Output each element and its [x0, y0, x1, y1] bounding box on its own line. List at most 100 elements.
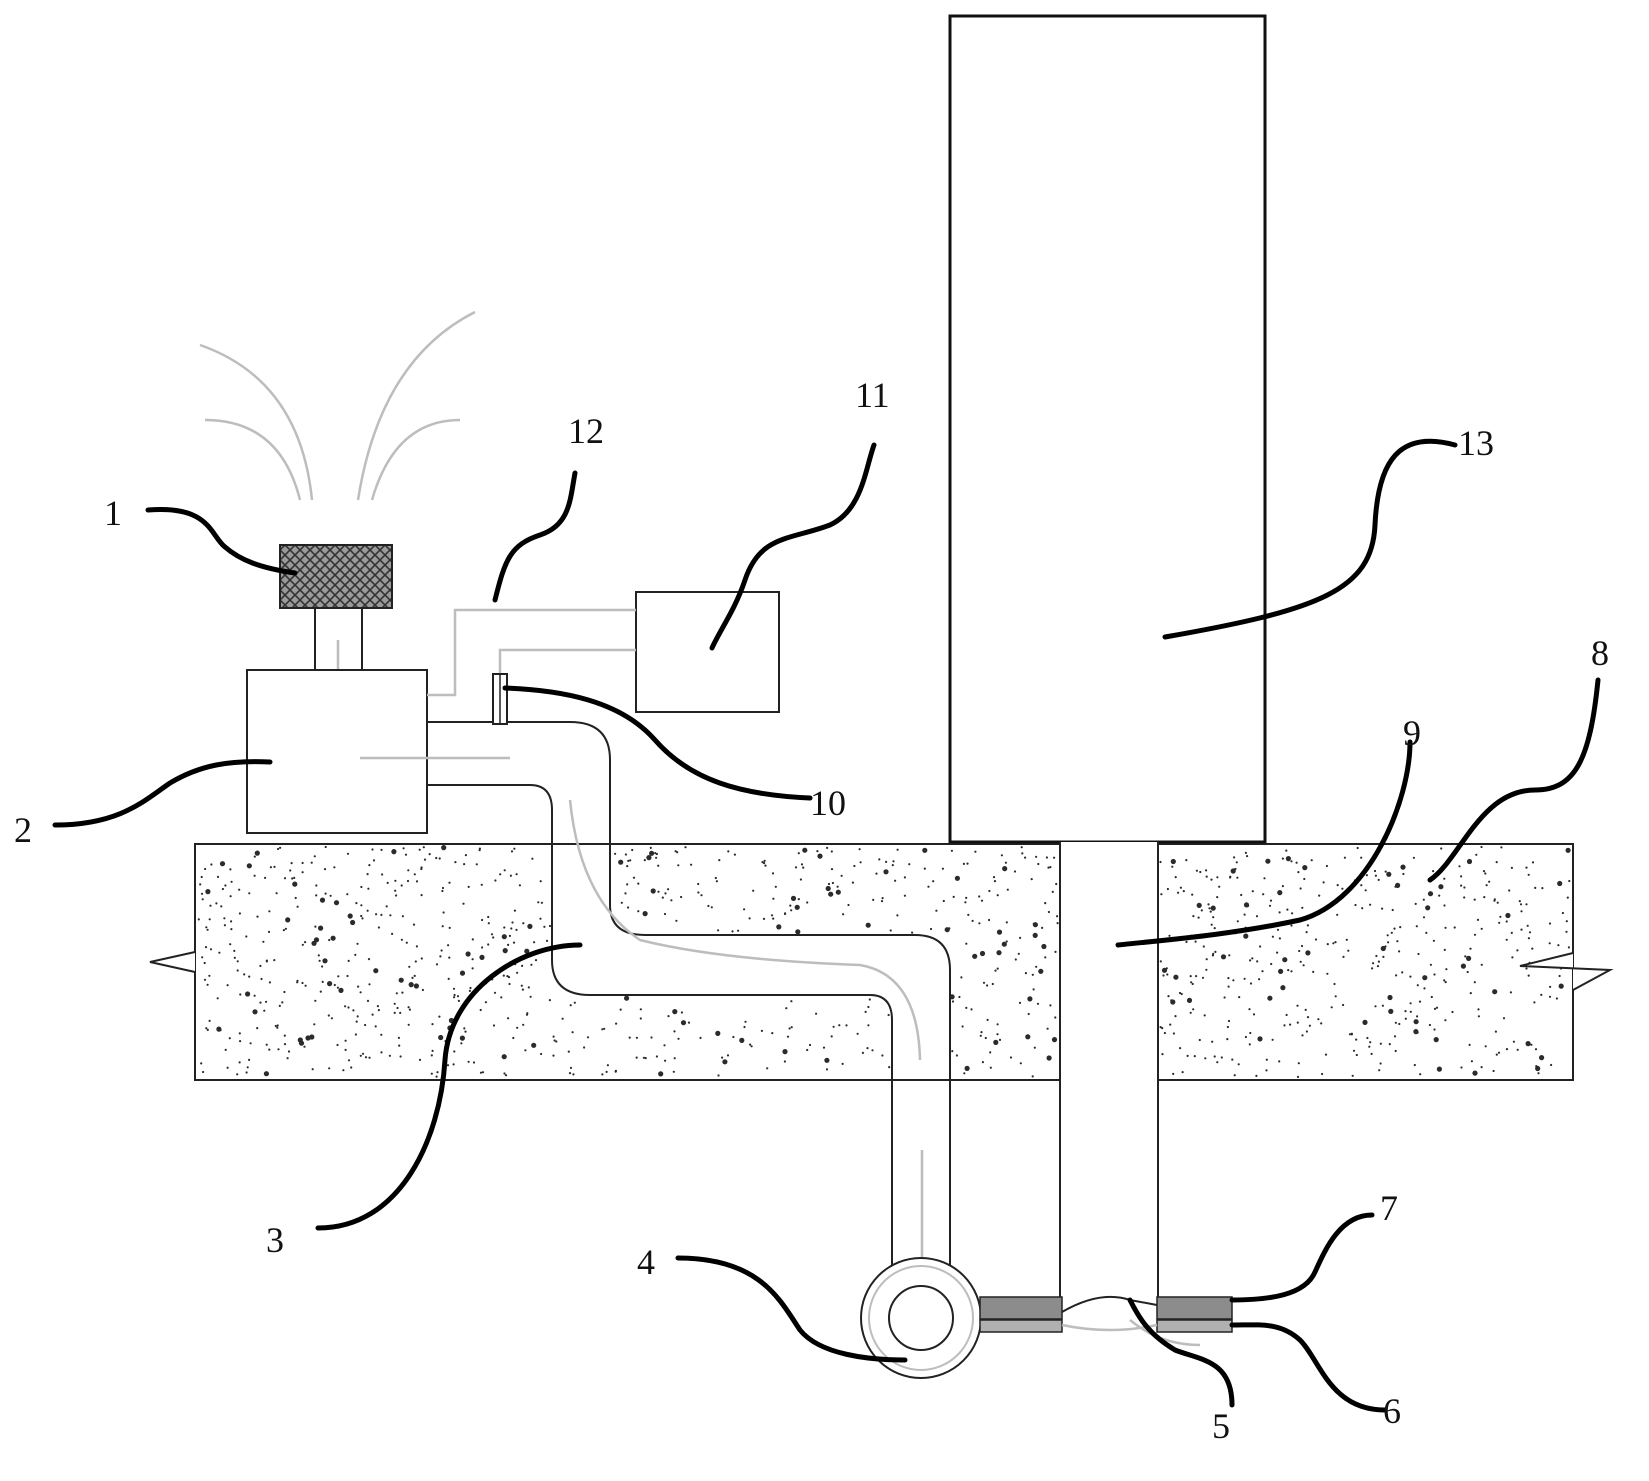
speckle: [368, 864, 371, 867]
speckle: [462, 902, 465, 905]
speckle: [501, 1054, 507, 1060]
speckle: [407, 869, 410, 872]
speckle: [783, 1060, 787, 1063]
speckle: [552, 1054, 555, 1057]
speckle: [230, 920, 233, 923]
speckle: [315, 894, 318, 897]
speckle: [1526, 924, 1529, 927]
speckle: [208, 918, 211, 921]
speckle: [896, 914, 899, 917]
speckle: [487, 922, 490, 925]
speckle: [980, 899, 984, 902]
speckle: [1185, 859, 1188, 862]
speckle: [1024, 972, 1027, 975]
speckle: [1285, 1013, 1288, 1017]
speckle: [831, 881, 835, 885]
air-flow-lines: [199, 310, 476, 501]
speckle: [435, 963, 439, 966]
speckle: [1160, 893, 1163, 896]
speckle: [1046, 1055, 1052, 1061]
speckle: [208, 974, 211, 977]
speckle: [1415, 925, 1418, 928]
speckle: [344, 1005, 347, 1008]
speckle: [296, 981, 299, 984]
speckle: [663, 1044, 666, 1047]
speckle: [453, 993, 456, 997]
speckle: [226, 984, 229, 987]
speckle: [1195, 975, 1198, 978]
speckle: [978, 922, 981, 925]
speckle: [502, 974, 505, 977]
speckle: [1032, 922, 1038, 928]
speckle: [992, 876, 996, 879]
speckle: [1210, 905, 1216, 911]
speckle: [344, 1039, 347, 1042]
speckle: [1368, 1045, 1371, 1048]
speckle: [1422, 916, 1426, 919]
speckle: [830, 868, 834, 871]
speckle: [964, 901, 967, 904]
speckle: [347, 1006, 350, 1009]
speckle: [1261, 970, 1264, 973]
speckle: [601, 1028, 604, 1031]
speckle: [1416, 984, 1419, 987]
speckle: [1525, 866, 1528, 869]
speckle: [766, 1067, 769, 1070]
speckle: [501, 934, 507, 940]
speckle: [859, 861, 862, 864]
speckle: [1202, 945, 1205, 948]
speckle: [760, 1029, 764, 1032]
speckle: [763, 862, 766, 865]
speckle: [512, 941, 516, 944]
speckle: [1433, 1007, 1437, 1011]
speckle: [206, 983, 209, 986]
speckle: [1443, 904, 1446, 907]
speckle: [1189, 1011, 1192, 1014]
speckle: [1393, 927, 1396, 930]
speckle: [435, 856, 438, 860]
speckle: [654, 852, 657, 855]
speckle: [797, 852, 800, 855]
speckle: [389, 914, 392, 917]
speckle: [1511, 956, 1514, 959]
speckle: [418, 848, 421, 851]
speckle: [216, 875, 220, 879]
speckle: [521, 964, 524, 968]
speckle: [404, 853, 408, 856]
speckle: [1438, 884, 1444, 890]
speckle: [771, 872, 775, 875]
speckle: [236, 969, 239, 972]
speckle: [1020, 846, 1023, 849]
speckle: [238, 888, 241, 891]
speckle: [200, 892, 204, 895]
speckle: [413, 983, 419, 989]
speckle: [971, 919, 974, 923]
speckle: [315, 884, 318, 887]
speckle: [324, 892, 327, 895]
speckle: [867, 1005, 870, 1009]
speckle: [1497, 1051, 1501, 1054]
speckle: [639, 1008, 642, 1011]
right-break-mark: [1519, 952, 1614, 991]
speckle: [573, 1001, 576, 1004]
speckle: [722, 1059, 728, 1065]
speckle: [1235, 861, 1238, 864]
speckle: [680, 895, 683, 899]
speckle: [347, 1059, 351, 1062]
speckle: [1472, 1070, 1478, 1076]
speckle: [1006, 888, 1009, 891]
speckle: [1534, 1048, 1538, 1051]
speckle: [1303, 877, 1306, 881]
speckle: [687, 1021, 691, 1024]
speckle: [1269, 899, 1273, 902]
speckle: [989, 1066, 992, 1069]
speckle: [1244, 1035, 1247, 1039]
speckle: [707, 904, 710, 908]
speckle: [1179, 1047, 1182, 1050]
speckle: [508, 982, 511, 986]
speckle: [1473, 981, 1476, 984]
speckle: [674, 850, 677, 853]
speckle: [292, 881, 298, 887]
speckle: [438, 857, 441, 860]
speckle: [568, 1072, 572, 1075]
